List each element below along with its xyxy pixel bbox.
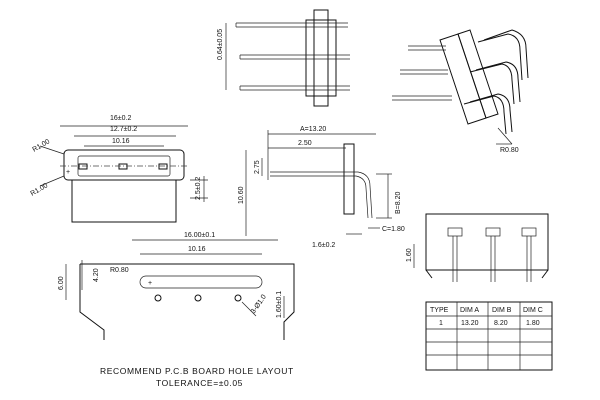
table-header-dim-b: DIM B xyxy=(492,307,512,314)
side-dim-1060: 10.60 xyxy=(238,186,245,204)
pcb-dim-160: 1.60±0.1 xyxy=(276,291,283,318)
dim-table: TYPE DIM A DIM B DIM C 1 13.20 8.20 1.80 xyxy=(425,301,553,371)
pcb-dim-600: 6.00 xyxy=(58,276,65,290)
pcb-dim-420: 4.20 xyxy=(93,268,100,282)
side-dim-b: B=8.20 xyxy=(395,192,402,214)
pcb-layout: 16.00±0.1 10.16 R0.80 + 6.00 4.20 3-Ø1.0… xyxy=(58,232,295,340)
table-header-type: TYPE xyxy=(430,307,449,314)
table-header-dim-a: DIM A xyxy=(460,307,479,314)
side-dim-250: 2.50 xyxy=(298,140,312,147)
pcb-plus-mark: + xyxy=(148,280,152,287)
table-cell-dim-b: 8.20 xyxy=(494,320,508,327)
side-view: A=13.20 2.50 2.75 10.60 B=8.20 C=1.80 1.… xyxy=(238,126,405,249)
table-cell-dim-c: 1.80 xyxy=(526,320,540,327)
front-radius-bottom: R1.00 xyxy=(30,182,50,197)
pcb-pitch: 10.16 xyxy=(188,246,206,253)
side-dim-275: 2.75 xyxy=(254,160,261,174)
right-small-view: 1.60 xyxy=(406,213,549,282)
top-pitch-label: 0.64±0.05 xyxy=(217,29,224,60)
note-line-1: RECOMMEND P.C.B BOARD HOLE LAYOUT xyxy=(100,366,294,376)
table-cell-dim-a: 13.20 xyxy=(461,320,479,327)
front-width-overall: 16±0.2 xyxy=(110,115,131,122)
table-header-dim-c: DIM C xyxy=(523,307,543,314)
pcb-radius: R0.80 xyxy=(110,267,129,274)
side-dim-a: A=13.20 xyxy=(300,126,326,133)
pcb-width: 16.00±0.1 xyxy=(184,232,215,239)
notes: RECOMMEND P.C.B BOARD HOLE LAYOUT TOLERA… xyxy=(100,366,294,388)
right-dim-160: 1.60 xyxy=(406,248,413,262)
side-dim-c: C=1.80 xyxy=(382,226,405,233)
table-cell-type: 1 xyxy=(439,320,443,327)
front-height: 2.5±0.2 xyxy=(195,177,202,200)
front-view: 16±0.2 12.7±0.2 10.16 R1.00 R1.00 + 2.5±… xyxy=(30,115,208,223)
front-plus-mark: + xyxy=(66,169,70,176)
note-line-2: TOLERANCE=±0.05 xyxy=(156,378,243,388)
front-radius-top: R1.00 xyxy=(32,138,52,153)
side-dim-16: 1.6±0.2 xyxy=(312,242,335,249)
pcb-hole-dia: 3-Ø1.0 xyxy=(250,294,268,316)
front-pitch: 10.16 xyxy=(112,138,130,145)
iso-radius-label: R0.80 xyxy=(500,147,519,154)
front-width-inner: 12.7±0.2 xyxy=(110,126,137,133)
top-view: 0.64±0.05 xyxy=(217,9,350,107)
iso-view: R0.80 xyxy=(392,29,529,154)
